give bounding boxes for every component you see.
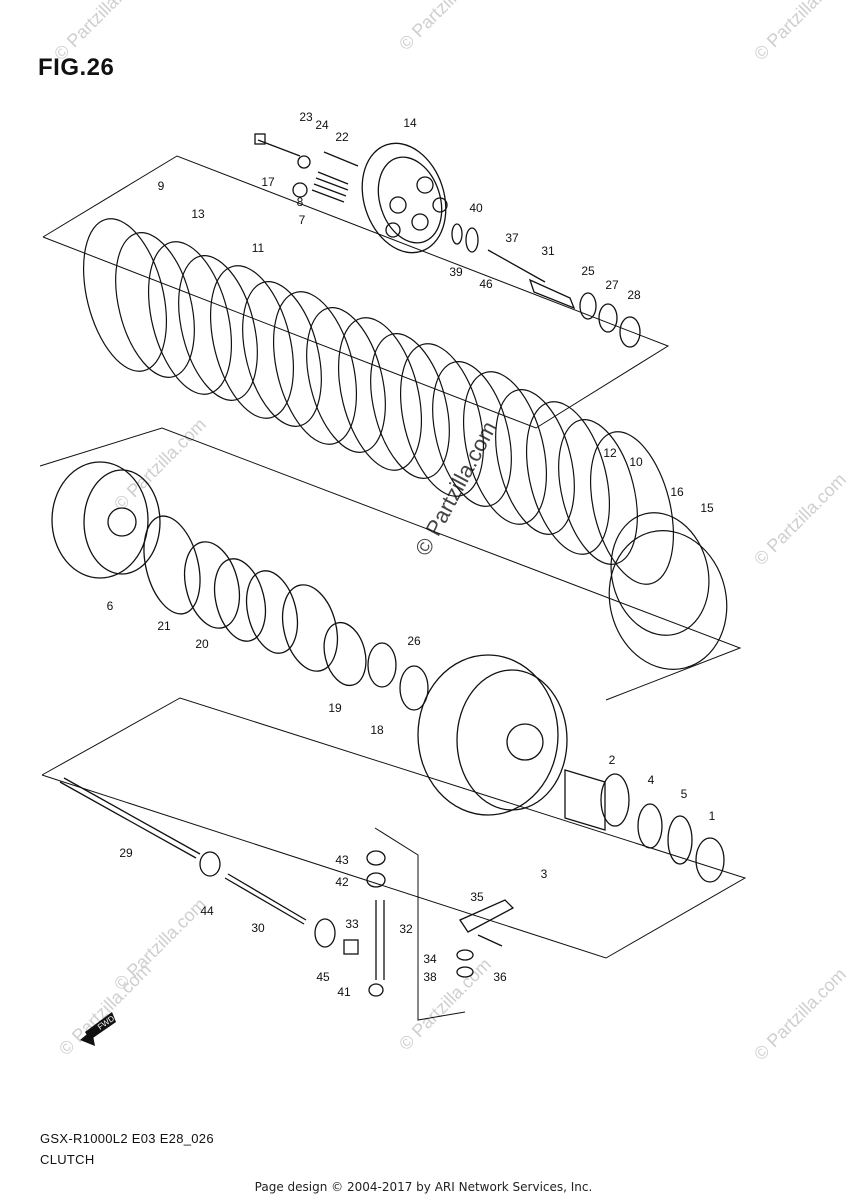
part-number: 8	[297, 195, 304, 209]
part-number: 34	[423, 952, 437, 966]
part-number: 33	[345, 917, 359, 931]
diagram-caption: CLUTCH	[40, 1152, 95, 1167]
part-number: 38	[423, 970, 437, 984]
part-number: 29	[119, 846, 133, 860]
part-number: 40	[469, 201, 483, 215]
part-number: 27	[605, 278, 619, 292]
part-number: 41	[337, 985, 351, 999]
group-outline-middle	[39, 427, 742, 701]
part-number: 28	[627, 288, 641, 302]
part-number: 39	[449, 265, 463, 279]
part-number: 30	[251, 921, 265, 935]
group-outline-release	[374, 827, 466, 1021]
part-number: 3	[541, 867, 548, 881]
part-number: 44	[200, 904, 214, 918]
part-number: 45	[316, 970, 330, 984]
part-number: 1	[709, 809, 716, 823]
part-callouts: 1 2 3 4 5 6 7 8 9 10 11 12 13 14 15 16 1…	[107, 110, 716, 999]
part-number: 21	[157, 619, 171, 633]
part-number: 24	[315, 118, 329, 132]
part-number: 37	[505, 231, 519, 245]
part-number: 17	[261, 175, 275, 189]
part-number: 15	[700, 501, 714, 515]
pressure-plate-group	[254, 133, 641, 348]
part-number: 13	[191, 207, 205, 221]
part-number: 43	[335, 853, 349, 867]
part-number: 42	[335, 875, 349, 889]
part-number: 18	[370, 723, 384, 737]
part-number: 9	[158, 179, 165, 193]
part-number: 4	[648, 773, 655, 787]
part-number: 6	[107, 599, 114, 613]
part-number: 32	[399, 922, 413, 936]
part-number: 5	[681, 787, 688, 801]
part-number: 23	[299, 110, 313, 124]
part-number: 14	[403, 116, 417, 130]
part-number: 46	[479, 277, 493, 291]
part-number: 12	[603, 446, 617, 460]
part-number: 36	[493, 970, 507, 984]
part-number: 22	[335, 130, 349, 144]
part-number: 20	[195, 637, 209, 651]
part-number: 7	[299, 213, 306, 227]
model-code: GSX-R1000L2 E03 E28_026	[40, 1131, 214, 1146]
fwd-arrow-icon: FWD	[80, 1012, 116, 1046]
part-number: 11	[252, 241, 265, 255]
part-number: 16	[670, 485, 684, 499]
part-number: 31	[541, 244, 555, 258]
clutch-hub-group	[51, 461, 725, 883]
clutch-plate-stack	[82, 218, 728, 670]
part-number: 26	[407, 634, 421, 648]
part-number: 19	[328, 701, 342, 715]
release-shaft-group	[59, 777, 515, 997]
part-number: 10	[629, 455, 643, 469]
group-outline-lower	[41, 697, 747, 959]
part-number: 25	[581, 264, 595, 278]
part-number: 2	[609, 753, 616, 767]
group-outline-upper	[42, 155, 670, 429]
page-footer: Page design © 2004-2017 by ARI Network S…	[254, 1180, 593, 1194]
part-number: 35	[470, 890, 484, 904]
figure-title: FIG.26	[38, 54, 115, 81]
